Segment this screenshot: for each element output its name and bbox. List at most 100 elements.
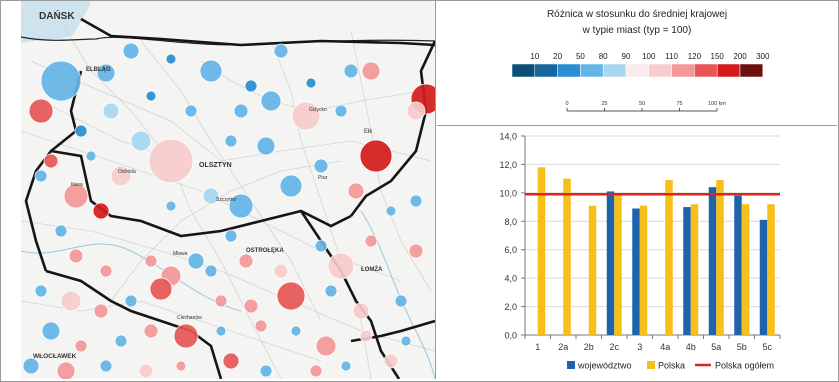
city-label: WŁOCŁAWEK xyxy=(33,353,77,360)
city-bubble xyxy=(41,321,61,341)
city-bubble xyxy=(352,302,370,320)
city-bubble xyxy=(102,102,120,120)
y-tick-label: 8,0 xyxy=(504,217,517,227)
city-bubble xyxy=(233,103,249,119)
city-bubble xyxy=(202,187,220,205)
city-bubble xyxy=(215,325,227,337)
legend-swatch xyxy=(511,63,536,78)
rivers xyxy=(21,210,435,379)
legend-label: województwo xyxy=(577,361,632,371)
legend-swatch xyxy=(557,63,581,78)
city-bubble xyxy=(60,290,82,312)
city-bubble xyxy=(273,263,289,279)
bar-polska xyxy=(537,167,546,335)
city-label: ŁOMŻA xyxy=(361,266,383,273)
city-bubble xyxy=(34,284,48,298)
city-bubble xyxy=(324,284,338,298)
legend-title: Różnica w stosunku do średniej krajowej xyxy=(546,9,728,20)
city-label: DAŃSK xyxy=(39,9,75,22)
city-bubble xyxy=(122,42,140,60)
city-bubble xyxy=(165,200,177,212)
city-bubble xyxy=(114,334,128,348)
legend-swatch xyxy=(580,63,604,78)
city-bubble xyxy=(313,158,329,174)
city-label: Giżycko xyxy=(309,107,327,113)
legend-step-label: 110 xyxy=(665,52,678,61)
x-tick-label: 3 xyxy=(637,342,642,352)
legend-swatch xyxy=(739,63,764,78)
bar-polska xyxy=(588,205,597,335)
city-bubble xyxy=(343,63,359,79)
city-bubble xyxy=(130,130,152,152)
legend-swatch xyxy=(671,63,695,78)
country-border xyxy=(21,36,435,46)
bar-polska xyxy=(690,204,699,335)
y-tick-label: 10,0 xyxy=(499,188,517,198)
city-bubble xyxy=(315,335,337,357)
x-tick-label: 5a xyxy=(711,342,721,352)
city-bubble xyxy=(359,329,373,343)
legend-swatch xyxy=(648,63,672,78)
city-bubble xyxy=(214,294,228,308)
x-tick-label: 4a xyxy=(660,342,670,352)
city-bubble xyxy=(187,252,205,270)
city-bubble xyxy=(149,277,173,301)
city-label: Ełk xyxy=(364,129,373,135)
city-bubble xyxy=(383,353,399,369)
city-bubble xyxy=(93,303,109,319)
city-bubble xyxy=(85,150,97,162)
city-bubble xyxy=(184,104,198,118)
x-tick-label: 2b xyxy=(584,342,594,352)
bar-polska xyxy=(639,205,648,335)
city-bubble xyxy=(364,234,378,248)
bar-województwo xyxy=(606,191,615,335)
city-bubble xyxy=(244,79,258,93)
bar-województwo xyxy=(708,187,717,335)
city-label: Ciechanów xyxy=(177,315,202,321)
x-tick-label: 2a xyxy=(558,342,568,352)
city-bubble xyxy=(28,98,54,124)
city-bubble xyxy=(260,90,282,112)
city-bubble xyxy=(144,254,158,268)
city-bubble xyxy=(327,252,355,280)
scale-bar-label: 100 km xyxy=(708,101,726,107)
legend-step-label: 50 xyxy=(576,52,585,61)
scale-bar-label: 25 xyxy=(601,101,607,107)
scale-bar-label: 50 xyxy=(639,101,645,107)
city-label: Ostróda xyxy=(118,169,136,175)
city-bubble xyxy=(385,205,397,217)
city-bubble xyxy=(394,294,408,308)
city-label: OSTROŁĘKA xyxy=(246,248,284,254)
city-bubble xyxy=(279,174,303,198)
city-bubble xyxy=(259,364,273,378)
city-bubble xyxy=(334,104,348,118)
bar-województwo xyxy=(759,219,768,335)
city-bubble xyxy=(68,248,84,264)
legend-step-label: 80 xyxy=(599,52,608,61)
legend-subtitle: w typie miast (typ = 100) xyxy=(582,25,692,36)
scale-bar-label: 0 xyxy=(565,101,568,107)
map: DAŃSKELBLĄGOLSZTYNOSTROŁĘKAŁOMŻAWŁOCŁAWE… xyxy=(21,1,435,379)
x-tick-label: 5b xyxy=(737,342,747,352)
city-bubble xyxy=(409,194,423,208)
city-labels: DAŃSKELBLĄGOLSZTYNOSTROŁĘKAŁOMŻAWŁOCŁAWE… xyxy=(33,9,383,360)
y-tick-label: 4,0 xyxy=(504,274,517,284)
city-bubble xyxy=(43,153,59,169)
legend-step-label: 90 xyxy=(622,52,631,61)
city-bubble xyxy=(361,61,381,81)
city-bubble xyxy=(74,339,88,353)
city-bubble xyxy=(204,264,218,278)
city-label: Mława xyxy=(173,251,188,257)
city-bubble xyxy=(254,319,268,333)
legend-swatch xyxy=(716,63,741,78)
legend-step-label: 300 xyxy=(756,52,770,61)
legend-step-label: 20 xyxy=(553,52,562,61)
legend-step-label: 150 xyxy=(711,52,725,61)
bar-polska xyxy=(716,180,724,335)
y-tick-label: 6,0 xyxy=(504,245,517,255)
city-bubble xyxy=(238,253,254,269)
city-bubble xyxy=(314,239,328,253)
city-bubble xyxy=(228,193,254,219)
city-bubble xyxy=(309,364,323,378)
